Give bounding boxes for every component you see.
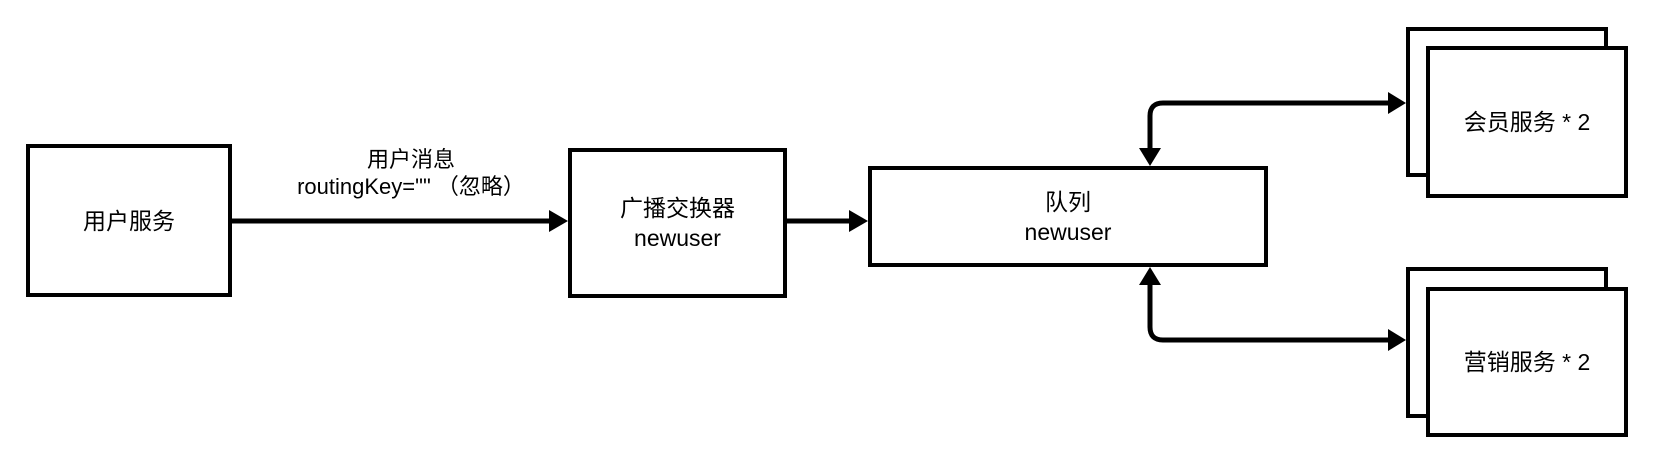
arrowhead-into-queue-bottom: [1139, 267, 1161, 285]
node-marketing-service: 营销服务 * 2: [1426, 287, 1628, 437]
node-user-service-label: 用户服务: [83, 207, 175, 234]
connector-queue-marketing: [1139, 267, 1406, 351]
node-member-service-label: 会员服务 * 2: [1463, 109, 1591, 135]
node-marketing-service-label: 营销服务 * 2: [1463, 349, 1591, 375]
node-fanout-exchange: 广播交换器 newuser: [568, 148, 787, 298]
node-queue-name: newuser: [1024, 218, 1112, 245]
node-queue-label: 队列: [1045, 188, 1091, 215]
node-user-service: 用户服务: [26, 144, 232, 297]
arrow-exchange-to-queue: [787, 210, 868, 232]
arrowhead-into-queue-top: [1139, 148, 1161, 166]
node-fanout-exchange-label: 广播交换器: [620, 195, 735, 221]
node-fanout-exchange-name: newuser: [634, 225, 721, 251]
arrowhead-into-member-service: [1388, 92, 1406, 114]
arrow-user-to-exchange: [232, 210, 568, 232]
node-queue: 队列 newuser: [868, 166, 1268, 267]
publish-message-label-line2: routingKey="" （忽略）: [297, 174, 525, 199]
connector-queue-member: [1139, 92, 1406, 166]
publish-message-label: 用户消息 routingKey="" （忽略）: [270, 146, 552, 200]
publish-message-label-line1: 用户消息: [366, 147, 455, 172]
arrowhead-into-marketing-service: [1388, 329, 1406, 351]
node-member-service: 会员服务 * 2: [1426, 46, 1628, 198]
